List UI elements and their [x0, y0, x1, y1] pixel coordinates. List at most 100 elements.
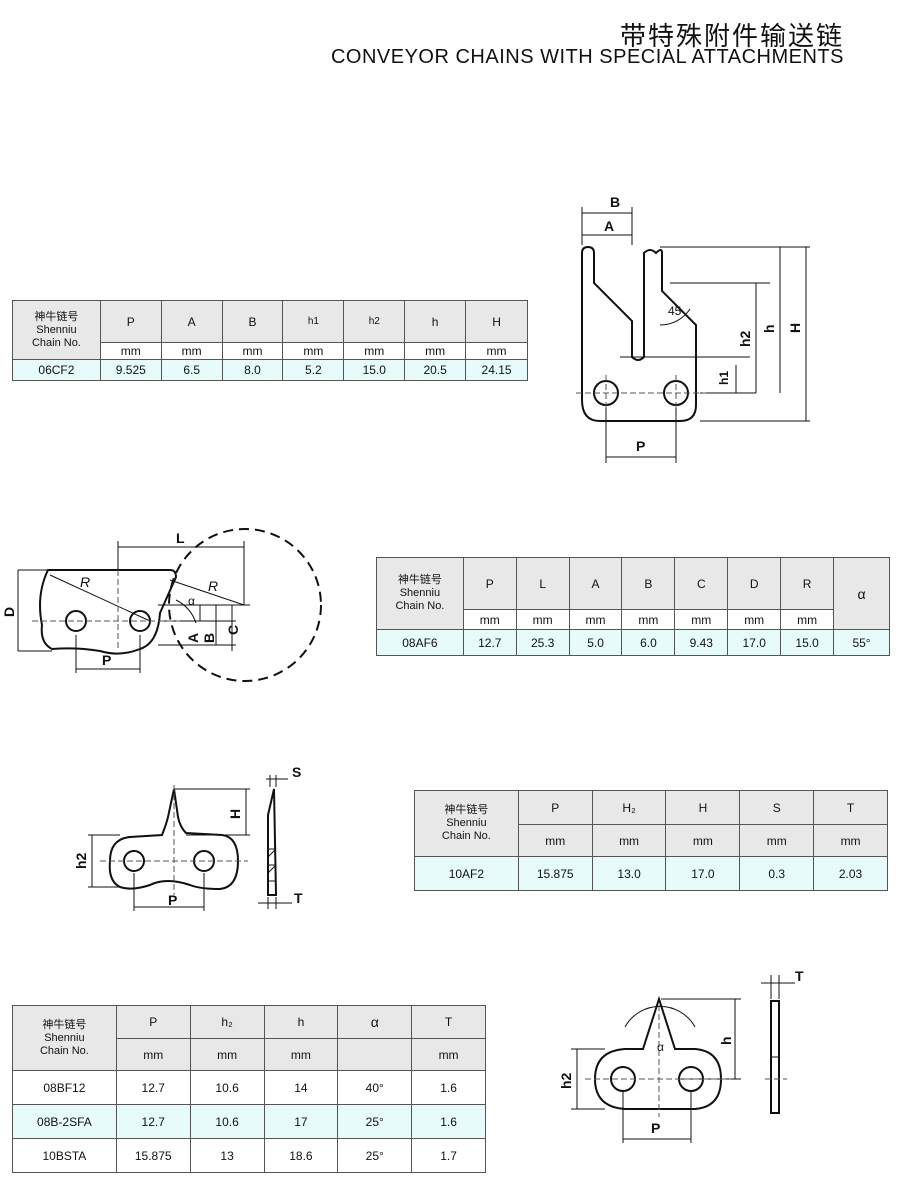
- unit-cell: mm: [189, 1038, 265, 1071]
- chain-no-cell: 08BF12: [12, 1070, 117, 1105]
- value-cell: 1.6: [411, 1070, 486, 1105]
- value-cell: 17.0: [727, 629, 782, 656]
- unit-cell: mm: [517, 824, 593, 857]
- unit-cell: mm: [263, 1038, 339, 1071]
- dim-label-l: L: [176, 530, 185, 546]
- value-cell: 15.875: [115, 1138, 191, 1173]
- col-header: P: [99, 300, 162, 343]
- unit-cell: mm: [221, 342, 284, 360]
- unit-cell: mm: [404, 342, 467, 360]
- dim-label-b: B: [201, 633, 217, 643]
- value-cell: 15.0: [343, 359, 406, 381]
- attachment-outline: [108, 788, 240, 891]
- unit-cell: mm: [813, 824, 888, 857]
- chain-no-cell: 10AF2: [414, 856, 519, 891]
- unit-cell: mm: [515, 609, 570, 630]
- value-cell: 9.43: [674, 629, 729, 656]
- value-cell: 2.03: [813, 856, 888, 891]
- value-cell: 1.6: [411, 1104, 486, 1139]
- dim-label-p: P: [102, 652, 111, 668]
- value-cell: 25.3: [515, 629, 570, 656]
- col-header: B: [621, 557, 676, 610]
- value-cell: 25°: [337, 1138, 413, 1173]
- col-header: h: [404, 300, 467, 343]
- unit-cell: mm: [780, 609, 835, 630]
- table-row: 08AF6 12.7 25.3 5.0 6.0 9.43 17.0 15.0 5…: [376, 629, 890, 656]
- dim-label-c: C: [225, 625, 241, 635]
- col-header: P: [517, 790, 593, 825]
- dim-label-h2: h2: [558, 1072, 574, 1089]
- unit-cell: mm: [568, 609, 623, 630]
- drawing-08af6-attachment: L R R α D A B C P: [1, 528, 322, 682]
- value-cell: 25°: [337, 1104, 413, 1139]
- chain-no-cell: 08B-2SFA: [12, 1104, 117, 1139]
- col-header: A: [160, 300, 223, 343]
- unit-cell: mm: [462, 609, 517, 630]
- value-cell: 14: [263, 1070, 339, 1105]
- dim-label-big-h: H: [787, 323, 803, 333]
- unit-cell: mm: [115, 1038, 191, 1071]
- col-header: T: [813, 790, 888, 825]
- value-cell: 5.0: [568, 629, 623, 656]
- page-title-cn: 带特殊附件输送链: [619, 22, 844, 52]
- col-header: B: [221, 300, 284, 343]
- dim-label-alpha: α: [657, 1040, 664, 1054]
- dim-label-h: h: [718, 1036, 734, 1045]
- unit-cell: mm: [621, 609, 676, 630]
- side-view-plate: [267, 788, 278, 896]
- unit-cell: mm: [591, 824, 667, 857]
- value-cell: 55°: [833, 629, 890, 656]
- dim-label-h1: h1: [717, 371, 731, 385]
- dim-label-t: T: [294, 890, 303, 906]
- dim-label-p: P: [636, 438, 645, 454]
- dim-label-d: D: [1, 607, 17, 617]
- col-header: α: [833, 557, 890, 630]
- unit-cell: mm: [665, 824, 741, 857]
- col-header: T: [411, 1005, 486, 1039]
- col-header: H: [665, 790, 741, 825]
- drawing-08bf12-attachment: T h α h2 P: [558, 968, 804, 1143]
- dim-label-b: B: [610, 194, 620, 210]
- dim-label-h2: h2: [73, 852, 89, 869]
- dim-label-p: P: [168, 892, 177, 908]
- drawing-06cf2-attachment: B A 45 h2 h H h1 P: [576, 194, 810, 463]
- value-cell: 9.525: [99, 359, 162, 381]
- value-cell: 12.7: [115, 1104, 191, 1139]
- value-cell: 17.0: [665, 856, 741, 891]
- chain-no-cell: 08AF6: [376, 629, 464, 656]
- value-cell: 13.0: [591, 856, 667, 891]
- value-cell: 0.3: [739, 856, 815, 891]
- value-cell: 8.0: [221, 359, 284, 381]
- unit-cell: mm: [465, 342, 528, 360]
- table-row: 10BSTA 15.875 13 18.6 25° 1.7: [12, 1138, 486, 1173]
- attachment-outline: [593, 995, 723, 1110]
- col-header: C: [674, 557, 729, 610]
- col-header: α: [337, 1005, 413, 1039]
- dim-label-p: P: [651, 1120, 660, 1136]
- dim-label-big-h: H: [227, 809, 243, 819]
- table-row: 10AF2 15.875 13.0 17.0 0.3 2.03: [414, 856, 888, 891]
- value-cell: 1.7: [411, 1138, 486, 1173]
- dim-label-a: A: [604, 218, 614, 234]
- reference-circle: [168, 528, 322, 682]
- value-cell: 5.2: [282, 359, 345, 381]
- chain-no-cell: 06CF2: [12, 359, 101, 381]
- value-cell: 12.7: [115, 1070, 191, 1105]
- table-row: 06CF2 9.525 6.5 8.0 5.2 15.0 20.5 24.15: [12, 359, 528, 381]
- dim-label-r-outer: R: [208, 578, 218, 594]
- value-cell: 12.7: [462, 629, 517, 656]
- dim-label-angle: 45: [668, 304, 682, 318]
- col-header: R: [780, 557, 835, 610]
- value-cell: 20.5: [404, 359, 467, 381]
- col-header: S: [739, 790, 815, 825]
- col-header: h1: [282, 300, 345, 343]
- col-header: P: [462, 557, 517, 610]
- attachment-outline: [39, 569, 178, 655]
- col-header: h: [263, 1005, 339, 1039]
- col-header: H₂: [591, 790, 667, 825]
- dim-label-h: h: [761, 324, 777, 333]
- value-cell: 10.6: [189, 1104, 265, 1139]
